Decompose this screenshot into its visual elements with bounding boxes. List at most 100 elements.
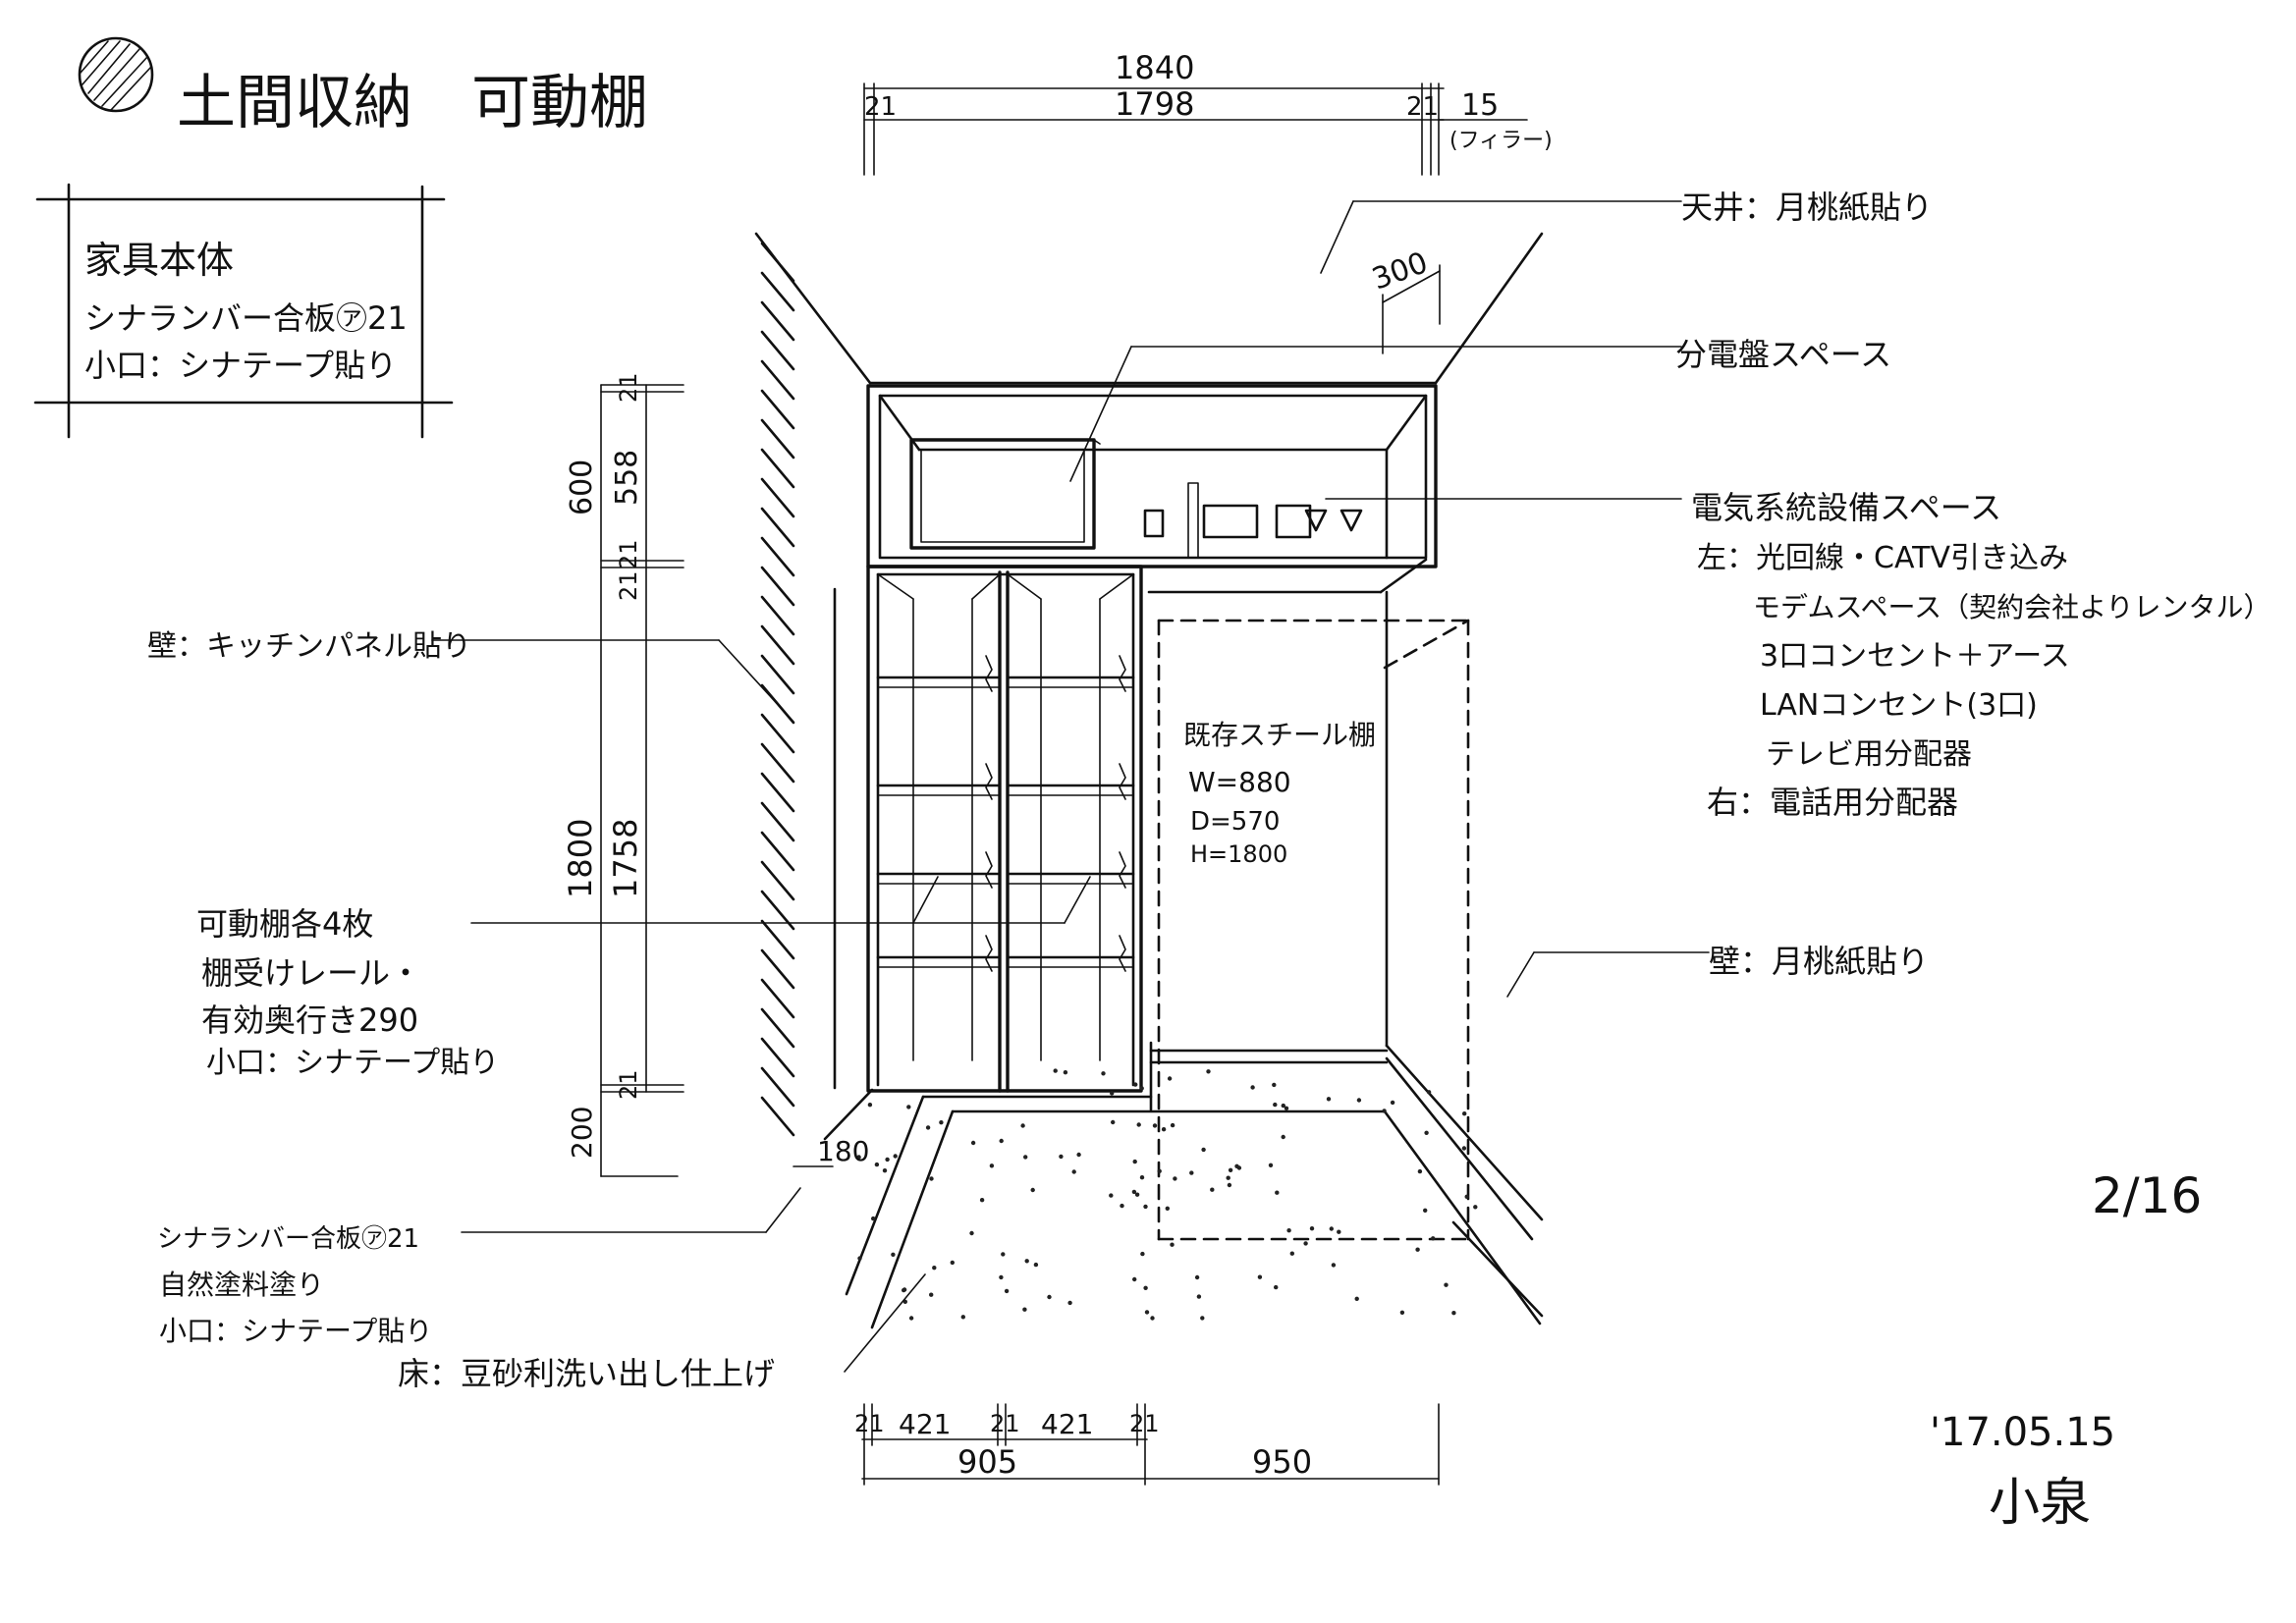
wall-hatch-stroke	[760, 507, 795, 548]
floor-gravel-dot	[1196, 1294, 1202, 1299]
dim-top-21: 21	[615, 372, 642, 403]
floor-gravel-dot	[969, 1230, 974, 1236]
floor-gravel-dot	[979, 1198, 985, 1203]
floor-gravel-dot	[1210, 1187, 1215, 1192]
floor-gravel-dot	[1268, 1163, 1274, 1168]
wall-hatch-stroke	[760, 566, 795, 607]
label-base-2: 自然塗料塗り	[159, 1269, 324, 1301]
floor-gravel-dot	[1132, 1159, 1137, 1164]
left-dims-text: 600 558 21 21 21 1800 1758 21 200	[562, 372, 644, 1159]
floor-gravel-dot	[1289, 1251, 1295, 1256]
label-existing-2: W=880	[1188, 766, 1291, 798]
floor-gravel-dot	[1023, 1155, 1028, 1160]
floor-gravel-dot	[1110, 1091, 1115, 1096]
dim-filler-note: (フィラー)	[1449, 129, 1553, 153]
floor-gravel-dot	[1286, 1228, 1291, 1233]
label-base-1: シナランバー合板㋐21	[157, 1224, 419, 1254]
wall-hatch-stroke	[760, 978, 795, 1019]
floor-gravel-dot	[885, 1157, 890, 1163]
floor-gravel-dot	[1326, 1097, 1332, 1102]
floor-gravel-dot	[1167, 1076, 1173, 1081]
spec-box	[33, 183, 454, 439]
label-ceiling: 天井：月桃紙貼り	[1681, 189, 1933, 226]
upper-cabinet	[866, 384, 1438, 568]
dim-bottom-a-21: 21	[854, 1410, 885, 1437]
floor-gravel-dot	[1473, 1205, 1478, 1210]
dim-bottom-e-21: 21	[1129, 1410, 1160, 1437]
floor-gravel-dot	[1424, 1130, 1429, 1136]
label-equip-modem: モデムスペース（契約会社よりレンタル）	[1753, 591, 2271, 623]
room-outline	[868, 232, 1544, 1318]
floor-gravel-dot	[1417, 1168, 1423, 1174]
label-shelves-1: 可動棚各4枚	[196, 905, 373, 943]
floor-gravel-dot	[1076, 1152, 1081, 1158]
floor-gravel-dot	[1200, 1316, 1205, 1321]
floor-gravel-dot	[1382, 1109, 1387, 1113]
floor-gravel-dot	[1165, 1206, 1171, 1212]
floor-gravel-dot	[970, 1140, 976, 1146]
shelf-rail-mark	[985, 763, 993, 800]
floor-gravel-dot	[1132, 1276, 1137, 1282]
bottom-dimension-lines	[861, 1403, 1440, 1486]
floor-gravel-dot	[1063, 1070, 1068, 1075]
floor-gravel-dot	[1139, 1086, 1144, 1091]
floor-gravel-dot	[1161, 1127, 1167, 1132]
floor-gravel-dot	[1133, 1082, 1138, 1087]
floor-gravel-dot	[989, 1163, 995, 1168]
dim-main-1800: 1800	[562, 819, 599, 898]
shelf-rail-mark	[1119, 851, 1126, 889]
floor-outline	[823, 1068, 1542, 1329]
floor-gravel-dot	[1150, 1316, 1155, 1321]
floor-gravel-dot	[893, 1154, 898, 1159]
label-panel-space: 分電盤スペース	[1675, 336, 1891, 373]
wall-hatch-stroke	[760, 801, 795, 842]
dim-bottom-b-421: 421	[899, 1408, 951, 1440]
dim-base-200: 200	[566, 1107, 598, 1159]
floor-gravel-dot	[999, 1138, 1004, 1144]
drawing-author: 小泉	[1989, 1474, 2091, 1533]
dim-bottom-c-21: 21	[990, 1410, 1020, 1437]
floor-gravel-dot	[1274, 1284, 1279, 1290]
drawing-date: '17.05.15	[1930, 1410, 2115, 1455]
floor-gravel-dot	[1067, 1300, 1072, 1306]
floor-gravel-dot	[1206, 1069, 1211, 1074]
label-floor: 床：豆砂利洗い出し仕上げ	[398, 1355, 775, 1392]
floor-gravel-dot	[929, 1292, 934, 1297]
wall-hatch-stroke	[760, 1066, 795, 1108]
left-dimension-lines	[600, 384, 684, 1177]
wall-hatch-stroke	[760, 624, 795, 666]
floor-gravel-dot	[1134, 1192, 1140, 1197]
wall-hatch-stroke	[760, 1037, 795, 1078]
floor-gravel-dot	[1250, 1085, 1255, 1090]
label-shelves-3: 有効奥行き290	[201, 1001, 418, 1039]
floor-gravel-dot	[1111, 1119, 1116, 1125]
floor-gravel-dot	[856, 1155, 861, 1160]
shelf-rail-mark	[1119, 655, 1126, 692]
floor-gravel-dot	[1201, 1147, 1206, 1153]
floor-gravel-dot	[1152, 1123, 1158, 1128]
floor-gravel-dot	[1329, 1226, 1335, 1231]
wall-hatch-stroke	[760, 831, 795, 872]
floor-gravel-dot	[1001, 1252, 1006, 1257]
top-dimension-lines	[863, 82, 1528, 176]
wall-hatch-stroke	[760, 948, 795, 990]
wall-hatch-stroke	[760, 919, 795, 960]
dim-mid2-21: 21	[615, 570, 642, 601]
wall-hatch-stroke	[760, 713, 795, 754]
dim-mid-21: 21	[615, 539, 642, 569]
floor-gravel-dot	[999, 1274, 1004, 1280]
floor-gravel-dot	[1071, 1169, 1076, 1174]
floor-gravel-dot	[1415, 1247, 1420, 1252]
floor-gravel-dot	[1444, 1282, 1449, 1287]
floor-gravel-dot	[1234, 1163, 1239, 1169]
existing-steel-shelf	[1149, 619, 1470, 1241]
floor-gravel-dot	[1257, 1274, 1263, 1279]
label-existing-4: H=1800	[1190, 840, 1287, 868]
floor-gravel-dot	[857, 1256, 862, 1261]
dim-filler-15: 15	[1461, 88, 1499, 123]
dim-bottom-d-421: 421	[1041, 1408, 1093, 1440]
floor-gravel-dot	[1120, 1203, 1124, 1209]
floor-gravel-dot	[1272, 1082, 1277, 1088]
floor-gravel-dot	[1356, 1098, 1362, 1103]
